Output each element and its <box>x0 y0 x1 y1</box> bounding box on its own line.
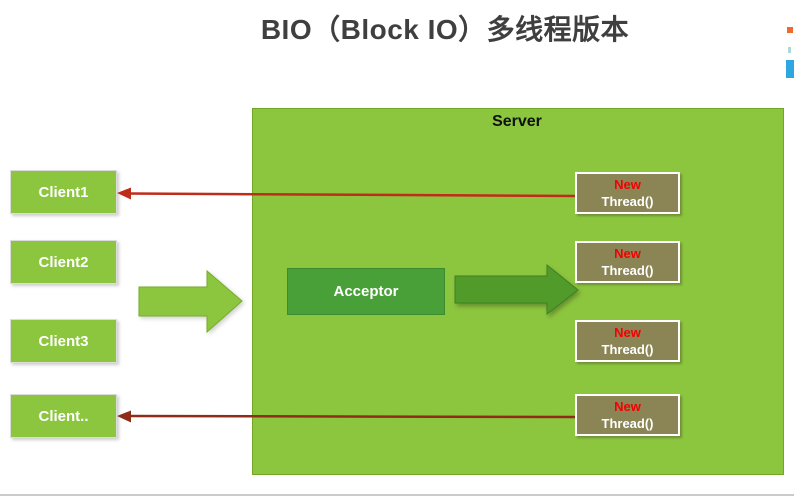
client1-box: Client1 <box>10 170 117 214</box>
new-thread3-line2: Thread() <box>601 342 654 357</box>
client2-label: Client2 <box>38 253 89 271</box>
new-thread2-line1: New <box>614 246 641 261</box>
client3-label: Client3 <box>38 332 89 350</box>
new-thread3-box: New Thread() <box>575 320 680 362</box>
client3-box: Client3 <box>10 319 117 363</box>
new-thread4-line2: Thread() <box>601 416 654 431</box>
client4-box: Client.. <box>10 394 117 438</box>
new-thread2-box: New Thread() <box>575 241 680 283</box>
slide-title: BIO（Block IO）多线程版本 <box>260 14 630 45</box>
new-thread4-box: New Thread() <box>575 394 680 436</box>
edge-mark-teal <box>788 47 791 53</box>
new-thread1-line1: New <box>614 177 641 192</box>
client2-box: Client2 <box>10 240 117 284</box>
client1-label: Client1 <box>38 183 89 201</box>
acceptor-box: Acceptor <box>287 268 445 315</box>
new-thread1-box: New Thread() <box>575 172 680 214</box>
client4-label: Client.. <box>38 407 89 425</box>
server-label: Server <box>492 113 542 130</box>
new-thread1-line2: Thread() <box>601 194 654 209</box>
edge-mark-blue <box>786 60 794 78</box>
edge-mark-orange <box>787 27 793 33</box>
new-thread2-line2: Thread() <box>601 263 654 278</box>
bottom-divider-line <box>0 494 794 496</box>
new-thread4-line1: New <box>614 399 641 414</box>
acceptor-label: Acceptor <box>333 283 399 300</box>
new-thread3-line1: New <box>614 325 641 340</box>
clients-to-server-arrow <box>138 269 243 334</box>
